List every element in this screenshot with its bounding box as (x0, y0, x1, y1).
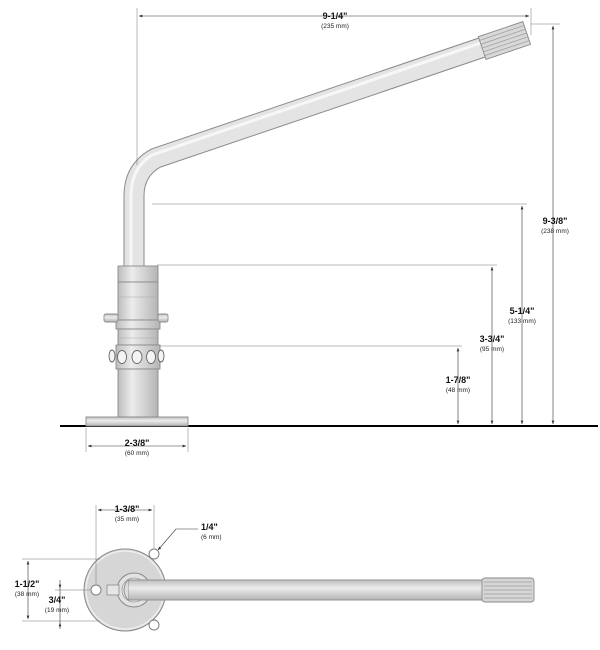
lever-arm-plan (127, 579, 485, 601)
holes-height-mm: (48 mm) (446, 387, 470, 394)
overall-width-label: 9-1/4" (323, 11, 348, 21)
knurled-grip-plan (481, 577, 535, 603)
side-view: 9-1/4" (235 mm) 9-3/8" (238 mm) 5-1/4" (… (60, 8, 598, 457)
flange-span-label: 1-1/2" (15, 579, 40, 589)
extension-lines (85, 8, 560, 452)
bend-height-label: 5-1/4" (510, 306, 535, 316)
holes-height-label: 1-7/8" (446, 375, 471, 385)
collar-holes (108, 349, 165, 364)
hole-spacing-mm: (35 mm) (115, 516, 139, 523)
overall-height-mm: (238 mm) (541, 228, 569, 235)
mounting-holes (90, 548, 160, 631)
top-view: 1-3/8" (35 mm) 1/4" (6 mm) 1-1/2" (38 mm… (15, 504, 535, 632)
flange-width-mm: (60 mm) (125, 450, 149, 457)
collar-height-label: 3-3/4" (480, 334, 505, 344)
top-extension-lines (22, 505, 155, 622)
flange-width-label: 2-3/8" (125, 438, 150, 448)
center-offset-label: 3/4" (49, 595, 66, 605)
bend-height-mm: (133 mm) (508, 318, 536, 325)
hole-leader (157, 528, 198, 551)
hole-diameter-mm: (6 mm) (201, 534, 222, 541)
hole-spacing-label: 1-3/8" (115, 504, 140, 514)
flange-span-mm: (38 mm) (15, 591, 39, 598)
top-pin (106, 584, 120, 596)
base-flange (85, 416, 189, 427)
center-offset-mm: (19 mm) (45, 607, 69, 614)
side-pin-left (103, 313, 119, 323)
lever-arm (123, 25, 523, 268)
overall-height-label: 9-3/8" (543, 216, 568, 226)
body-column (115, 265, 161, 418)
overall-width-mm: (235 mm) (321, 23, 349, 30)
knurled-grip (477, 21, 532, 60)
hole-diameter-label: 1/4" (201, 522, 218, 532)
collar-height-mm: (95 mm) (480, 346, 504, 353)
side-pin-right (157, 313, 169, 323)
